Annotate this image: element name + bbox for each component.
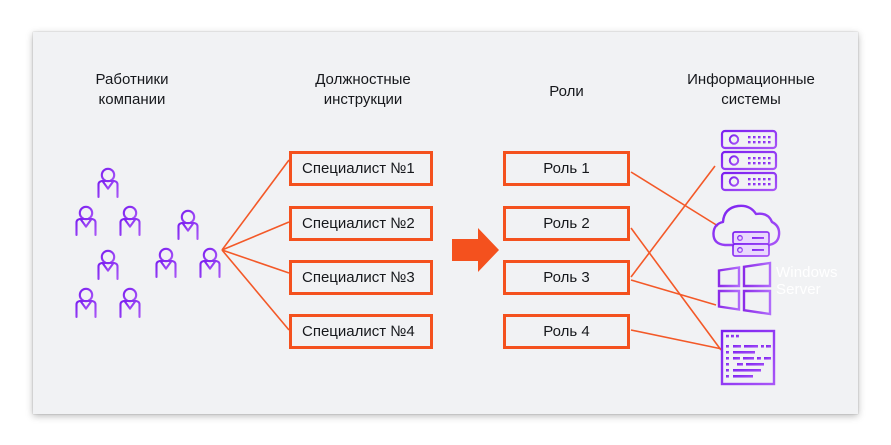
- column-title-employees: Работники компании: [62, 70, 202, 110]
- specialist-box-2[interactable]: Специалист №2: [289, 206, 433, 241]
- column-title-information-systems-line1: Информационные: [687, 71, 815, 88]
- windows-server-label: Windows Server: [776, 264, 838, 298]
- specialist-box-4-label: Специалист №4: [302, 323, 415, 340]
- column-title-information-systems: Информационные системы: [662, 70, 840, 110]
- code-editor-icon: [720, 329, 776, 386]
- role-box-1-label: Роль 1: [543, 160, 590, 177]
- windows-server-label-line2: Server: [776, 281, 821, 298]
- role-box-4-label: Роль 4: [543, 323, 590, 340]
- column-title-information-systems-line2: системы: [721, 91, 781, 108]
- role-box-1[interactable]: Роль 1: [503, 151, 630, 186]
- specialist-box-1[interactable]: Специалист №1: [289, 151, 433, 186]
- column-title-roles-line1: Роли: [549, 83, 584, 100]
- role-box-2-label: Роль 2: [543, 215, 590, 232]
- right-arrow-icon: [452, 228, 499, 272]
- specialist-box-2-label: Специалист №2: [302, 215, 415, 232]
- specialist-box-1-label: Специалист №1: [302, 160, 415, 177]
- specialist-box-4[interactable]: Специалист №4: [289, 314, 433, 349]
- role-box-2[interactable]: Роль 2: [503, 206, 630, 241]
- windows-server-label-line1: Windows: [776, 264, 838, 281]
- column-title-employees-line1: Работники: [95, 71, 169, 88]
- cloud-server-icon: [712, 204, 781, 257]
- column-title-job-descriptions-line1: Должностные: [315, 71, 411, 88]
- role-box-4[interactable]: Роль 4: [503, 314, 630, 349]
- specialist-box-3-label: Специалист №3: [302, 269, 415, 286]
- windows-server-icon: [717, 261, 772, 316]
- role-box-3[interactable]: Роль 3: [503, 260, 630, 295]
- specialist-box-3[interactable]: Специалист №3: [289, 260, 433, 295]
- server-stack-icon: [720, 129, 778, 192]
- column-title-job-descriptions-line2: инструкции: [323, 91, 403, 108]
- column-title-roles: Роли: [503, 82, 630, 102]
- role-box-3-label: Роль 3: [543, 269, 590, 286]
- column-title-job-descriptions: Должностные инструкции: [288, 70, 438, 110]
- column-title-employees-line2: компании: [98, 91, 166, 108]
